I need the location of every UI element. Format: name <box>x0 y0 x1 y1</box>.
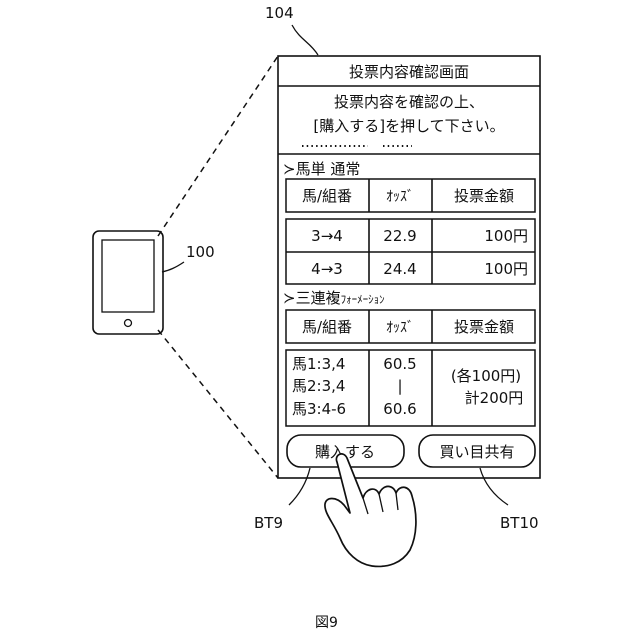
screen-title: 投票内容確認画面 <box>349 63 469 81</box>
row1-combo: 3→4 <box>311 227 343 245</box>
formation-amount-total: 計200円 <box>465 389 524 407</box>
section2-col-odds: ｵｯｽﾞ <box>386 320 414 336</box>
row1-odds: 22.9 <box>383 227 416 245</box>
section1-heading: ≻馬単 通常 <box>283 160 360 178</box>
section2-col-combo: 馬/組番 <box>302 318 352 336</box>
projection-line-bottom <box>158 330 278 478</box>
section1-col-combo: 馬/組番 <box>302 187 352 205</box>
row2-amount: 100円 <box>484 260 528 278</box>
formation-odds-high: 60.6 <box>383 400 416 418</box>
formation-combo-2: 馬2:3,4 <box>292 377 345 395</box>
formation-odds-range-bar: | <box>397 377 402 395</box>
screen-reference-leader <box>292 25 318 55</box>
formation-combo-3: 馬3:4-6 <box>292 400 346 418</box>
share-picks-button-label: 買い目共有 <box>439 443 514 461</box>
share-picks-button[interactable]: 買い目共有 <box>419 435 535 467</box>
figure-caption: 図9 <box>315 615 338 631</box>
confirmation-screen: 投票内容確認画面 投票内容を確認の上、 [購入する]を押して下さい。 ≻馬単 通… <box>278 56 540 478</box>
formation-odds-low: 60.5 <box>383 355 416 373</box>
smartphone-device <box>93 231 163 334</box>
bt9-label: BT9 <box>254 514 283 532</box>
formation-amount-each: (各100円) <box>451 367 521 385</box>
row2-odds: 24.4 <box>383 260 416 278</box>
row2-combo: 4→3 <box>311 260 343 278</box>
device-reference-leader <box>162 262 184 272</box>
row1-amount: 100円 <box>484 227 528 245</box>
instruction-line-2: [購入する]を押して下さい。 <box>313 117 504 135</box>
section2-col-amount: 投票金額 <box>454 318 514 336</box>
screen-reference-label: 104 <box>265 4 294 22</box>
formation-combo-1: 馬1:3,4 <box>292 355 345 373</box>
projection-line-top <box>158 56 278 236</box>
instruction-line-1: 投票内容を確認の上、 <box>334 93 484 111</box>
section1-col-odds: ｵｯｽﾞ <box>386 189 414 205</box>
bt10-label: BT10 <box>500 514 539 532</box>
section1-col-amount: 投票金額 <box>454 187 514 205</box>
device-reference-label: 100 <box>186 243 215 261</box>
